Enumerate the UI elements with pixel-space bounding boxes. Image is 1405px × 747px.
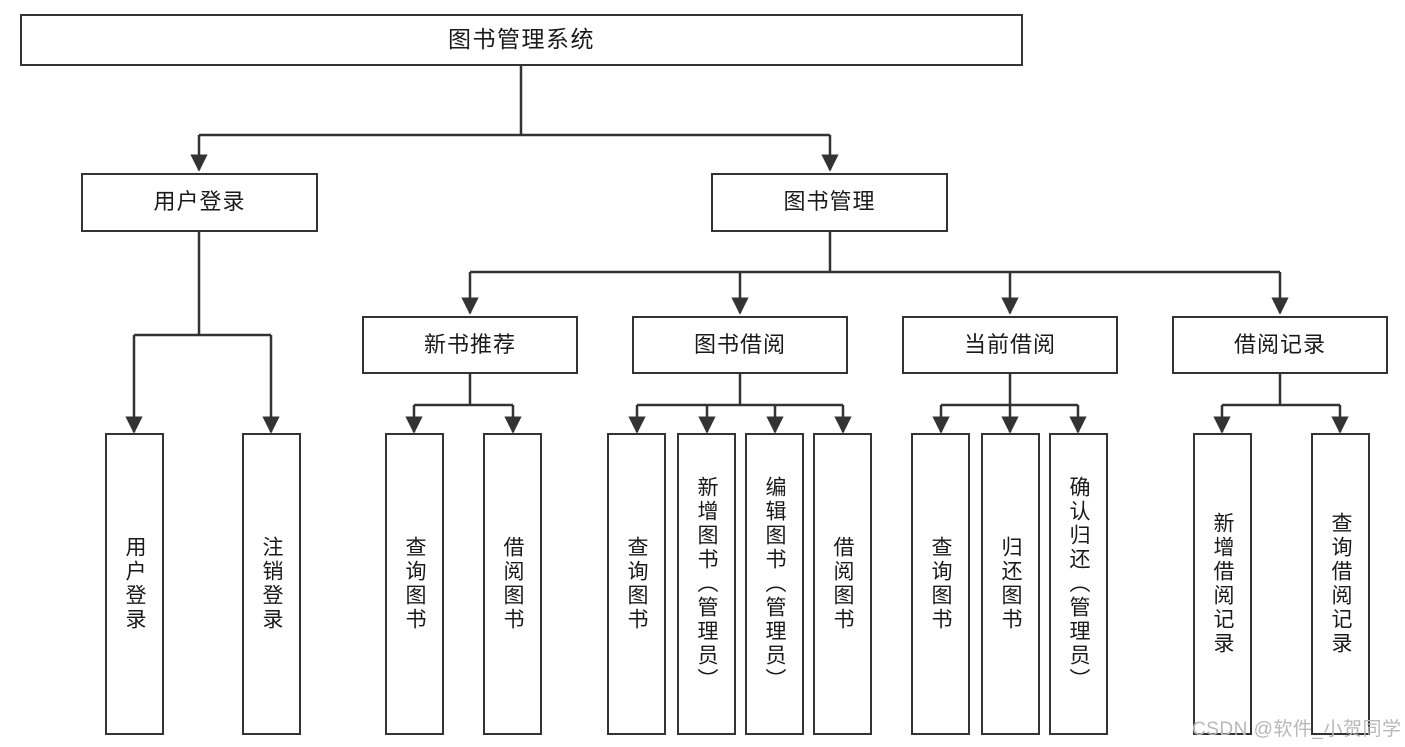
node-current-borrow[interactable]: 当前借阅 — [902, 316, 1118, 374]
node-root-book-management-system[interactable]: 图书管理系统 — [20, 14, 1023, 66]
node-label: 用户登录 — [153, 189, 246, 215]
node-label: 图书借阅 — [693, 331, 786, 357]
node-label: 查询图书 — [625, 536, 648, 632]
node-label: 新增借阅记录 — [1211, 512, 1234, 656]
leaf-book-borrow-query-books[interactable]: 查询图书 — [607, 433, 666, 735]
node-new-book-recommend[interactable]: 新书推荐 — [362, 316, 578, 374]
node-label: 借阅图书 — [501, 536, 524, 632]
leaf-borrow-record-add-record[interactable]: 新增借阅记录 — [1193, 433, 1252, 735]
node-label: 图书管理 — [783, 189, 876, 215]
node-label: 确认归还（管理员） — [1067, 476, 1090, 692]
node-label: 图书管理系统 — [448, 26, 595, 53]
leaf-user-login-logout[interactable]: 注销登录 — [242, 433, 301, 735]
leaf-current-borrow-query-books[interactable]: 查询图书 — [911, 433, 970, 735]
leaf-user-login-login[interactable]: 用户登录 — [105, 433, 164, 735]
leaf-new-book-borrow-books[interactable]: 借阅图书 — [483, 433, 542, 735]
node-label: 注销登录 — [260, 536, 283, 632]
node-borrow-record[interactable]: 借阅记录 — [1172, 316, 1388, 374]
leaf-current-borrow-confirm-return-admin[interactable]: 确认归还（管理员） — [1049, 433, 1108, 735]
node-label: 新书推荐 — [423, 331, 516, 357]
leaf-current-borrow-return-books[interactable]: 归还图书 — [981, 433, 1040, 735]
node-label: 编辑图书（管理员） — [763, 476, 786, 692]
node-label: 新增图书（管理员） — [695, 476, 718, 692]
node-book-borrow[interactable]: 图书借阅 — [632, 316, 848, 374]
node-label: 查询图书 — [403, 536, 426, 632]
node-label: 借阅图书 — [831, 536, 854, 632]
node-label: 查询图书 — [929, 536, 952, 632]
leaf-borrow-record-query-record[interactable]: 查询借阅记录 — [1311, 433, 1370, 735]
node-label: 查询借阅记录 — [1329, 512, 1352, 656]
node-label: 借阅记录 — [1233, 331, 1326, 357]
leaf-book-borrow-edit-book-admin[interactable]: 编辑图书（管理员） — [745, 433, 804, 735]
node-label: 当前借阅 — [963, 331, 1056, 357]
leaf-book-borrow-borrow-books[interactable]: 借阅图书 — [813, 433, 872, 735]
leaf-new-book-query-books[interactable]: 查询图书 — [385, 433, 444, 735]
leaf-book-borrow-add-book-admin[interactable]: 新增图书（管理员） — [677, 433, 736, 735]
node-user-login[interactable]: 用户登录 — [81, 173, 318, 232]
node-label: 归还图书 — [999, 536, 1022, 632]
node-label: 用户登录 — [123, 536, 146, 632]
node-book-management[interactable]: 图书管理 — [711, 173, 948, 232]
